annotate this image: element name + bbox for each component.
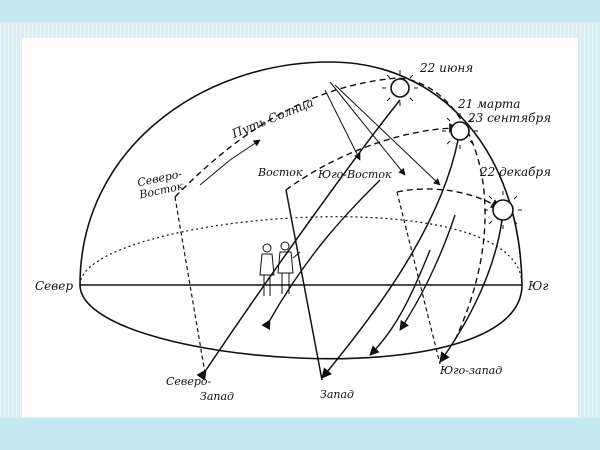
label-sun-path: Путь Солнца [229, 95, 316, 141]
line-east-west [285, 189, 323, 381]
horizon-back [79, 216, 523, 286]
label-northwest-1: Северо- [166, 375, 212, 388]
sun-path-june [174, 77, 486, 341]
slide-frame [22, 38, 578, 417]
label-south: Юг [527, 279, 548, 293]
observers-figure [259, 241, 301, 296]
horizon-front [79, 284, 523, 360]
label-southeast: Юго-Восток [317, 168, 392, 181]
label-june: 22 июня [419, 61, 473, 75]
sun-june-icon [382, 70, 418, 106]
label-march: 21 марта [457, 97, 520, 111]
sun-equinox-icon [442, 113, 478, 149]
label-north: Север [35, 279, 73, 293]
label-east: Восток [257, 166, 303, 179]
label-northwest-2: Запад [200, 390, 234, 403]
sun-path-equinox [285, 123, 459, 191]
celestial-dome [79, 61, 523, 286]
line-northeast-northwest [174, 196, 206, 374]
top-band [0, 0, 600, 22]
label-west: Запад [320, 388, 354, 401]
label-december: 22 декабря [479, 165, 551, 179]
sun-path-december [396, 188, 501, 209]
line-southeast-southwest [396, 191, 441, 365]
label-southwest: Юго-запад [439, 364, 502, 377]
sun-december-icon [484, 191, 522, 229]
bottom-band [0, 418, 600, 450]
label-september: 23 сентября [467, 111, 551, 125]
